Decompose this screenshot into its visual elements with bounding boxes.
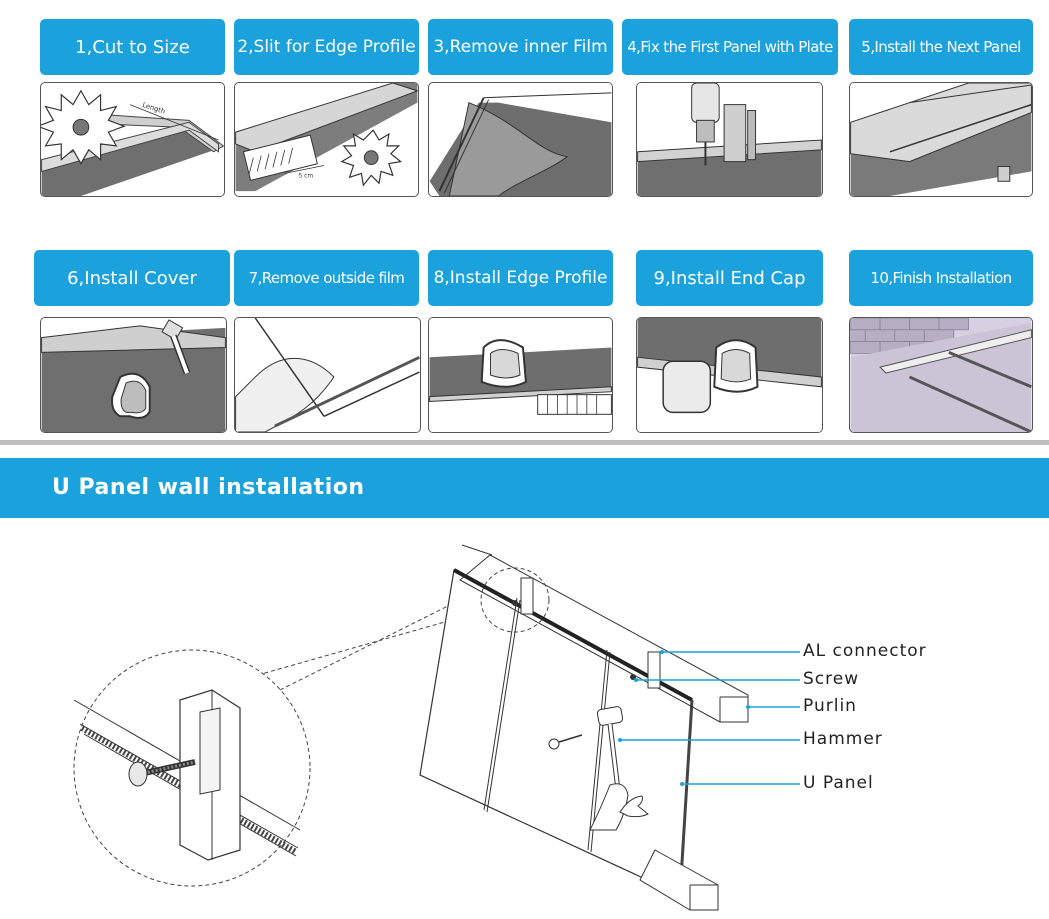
step-6-image xyxy=(40,317,227,433)
drill-icon xyxy=(637,83,822,196)
step-3-image xyxy=(428,82,613,197)
end-cap-icon xyxy=(637,318,822,432)
u-panel-wall-diagram xyxy=(73,544,800,911)
slit-edge-icon: 5 cm xyxy=(235,83,418,192)
step-8-label: 8,Install Edge Profile xyxy=(428,250,613,306)
step-6-label: 6,Install Cover xyxy=(34,250,230,306)
callout-purlin: Purlin xyxy=(803,696,857,716)
step-5-image xyxy=(849,82,1033,197)
step-1-label: 1,Cut to Size xyxy=(40,19,225,75)
finished-roof-icon xyxy=(850,318,1032,432)
callout-u-panel: U Panel xyxy=(803,773,874,793)
callout-hammer: Hammer xyxy=(803,729,883,749)
step-4-label: 4,Fix the First Panel with Plate xyxy=(622,19,838,75)
callout-screw: Screw xyxy=(803,669,860,689)
saw-cutting-icon: Length xyxy=(41,89,224,196)
step-7-image xyxy=(234,317,421,433)
section-divider xyxy=(0,440,1049,445)
step-1-image: Length xyxy=(40,82,225,197)
step-7-label: 7,Remove outside film xyxy=(234,250,419,306)
gap-annotation: 5 cm xyxy=(298,173,313,179)
edge-profile-icon xyxy=(429,318,612,432)
step-4-image xyxy=(636,82,823,197)
length-annotation: Length xyxy=(141,101,166,116)
step-8-image xyxy=(428,317,613,433)
u-panel-wall xyxy=(419,544,749,911)
step-9-label: 9,Install End Cap xyxy=(636,250,823,306)
section-banner: U Panel wall installation xyxy=(0,458,1049,518)
film-peel-icon xyxy=(429,83,612,196)
mallet-cover-icon xyxy=(41,318,226,432)
step-2-image: 5 cm xyxy=(234,82,419,197)
step-10-label: 10,Finish Installation xyxy=(849,250,1033,306)
panels-icon xyxy=(850,83,1032,196)
zoom-detail xyxy=(73,649,311,887)
step-2-label: 2,Slit for Edge Profile xyxy=(234,19,419,75)
step-10-image xyxy=(849,317,1033,433)
callout-al-connector: AL connector xyxy=(803,641,927,661)
step-9-image xyxy=(636,317,823,433)
film-peel-icon-2 xyxy=(235,318,420,432)
step-5-label: 5,Install the Next Panel xyxy=(849,19,1033,75)
step-3-label: 3,Remove inner Film xyxy=(428,19,613,75)
section-title: U Panel wall installation xyxy=(52,475,365,500)
